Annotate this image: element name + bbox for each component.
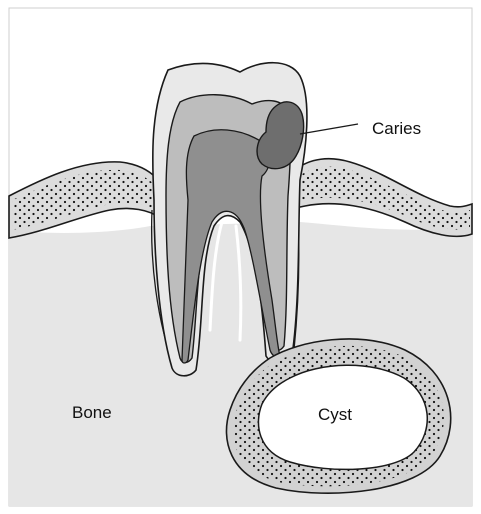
caries-label: Caries: [372, 119, 421, 138]
cyst-label: Cyst: [318, 405, 352, 424]
bone-label: Bone: [72, 403, 112, 422]
